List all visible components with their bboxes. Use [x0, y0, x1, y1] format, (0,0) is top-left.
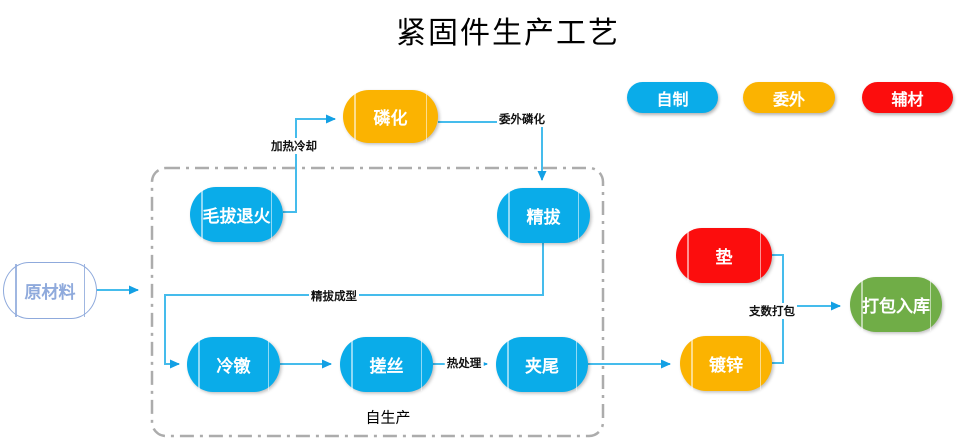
node-tail-clamping: 夹尾 [496, 337, 588, 392]
legend-auxiliary-label: 辅材 [891, 91, 924, 109]
node-washer: 垫 [676, 228, 772, 283]
self-production-group-border [150, 166, 605, 438]
legend-auxiliary: 辅材 [862, 82, 953, 113]
legend-outsourced: 委外 [743, 82, 835, 113]
edge-label-heat-treatment: 热处理 [444, 355, 484, 371]
legend-self-made-label: 自制 [656, 91, 689, 109]
node-thread-rolling: 搓丝 [340, 337, 433, 392]
legend-outsourced-label: 委外 [772, 91, 805, 109]
edge-label-fine-drawing-forming: 精拔成型 [309, 288, 359, 304]
edge-label-count-packing: 支数打包 [747, 303, 797, 319]
node-raw-material: 原材料 [3, 262, 97, 319]
node-cold-heading: 冷镦 [187, 337, 280, 392]
edge-annealing-to-phosphating [283, 114, 336, 213]
node-annealing: 毛拔退火 [190, 187, 283, 242]
page-title: 紧固件生产工艺 [396, 16, 620, 51]
edge-phosphating-to-fine-drawing [438, 121, 547, 181]
edge-label-outsourced-phosphating: 委外磷化 [497, 111, 547, 127]
node-packing-storage: 打包入库 [850, 277, 942, 332]
legend-self-made: 自制 [627, 82, 718, 113]
edge-label-heating-cooling: 加热冷却 [269, 138, 319, 154]
edge-fine-drawing-to-cold-heading [164, 243, 544, 369]
node-phosphating: 磷化 [343, 90, 438, 143]
self-production-group-label: 自生产 [365, 409, 411, 427]
node-galvanizing: 镀锌 [680, 336, 772, 391]
node-fine-drawing: 精拔 [497, 188, 590, 243]
